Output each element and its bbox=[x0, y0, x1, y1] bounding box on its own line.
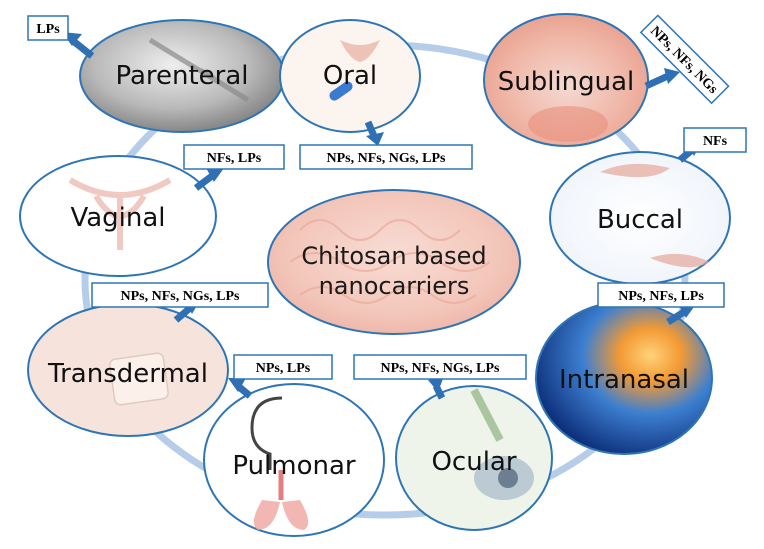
arrow-sublingual bbox=[644, 72, 670, 90]
tag-parenteral: LPs bbox=[36, 22, 60, 37]
arrow-parenteral bbox=[69, 37, 95, 59]
route-transdermal: Transdermal NPs, NFs, NGs, LPs bbox=[27, 282, 269, 437]
open-mouth-tongue-photo bbox=[483, 13, 649, 147]
route-label-ocular: Ocular bbox=[431, 447, 516, 477]
arrowhead-ocular bbox=[428, 376, 444, 392]
tag-pulmonar: NPs, LPs bbox=[256, 361, 311, 376]
tag-box-vaginal bbox=[183, 144, 285, 170]
uterus-shape bbox=[68, 177, 172, 250]
lungs-shape bbox=[253, 500, 309, 530]
route-label-transdermal: Transdermal bbox=[47, 359, 208, 389]
route-label-vaginal: Vaginal bbox=[70, 203, 165, 233]
route-sublingual: Sublingual NPs, NFs, NGs bbox=[483, 13, 730, 147]
tag-box-intranasal bbox=[597, 282, 725, 308]
lips-shape bbox=[340, 40, 380, 62]
route-buccal: Buccal NFs bbox=[549, 127, 747, 285]
tag-box-oral bbox=[299, 144, 473, 170]
tag-vaginal: NFs, LPs bbox=[207, 151, 262, 166]
tag-box-parenteral bbox=[27, 15, 69, 41]
route-label-parenteral: Parenteral bbox=[115, 61, 248, 91]
center-node: Chitosan based nanocarriers bbox=[267, 189, 521, 335]
center-image bbox=[267, 189, 521, 335]
tongue-shape bbox=[528, 106, 608, 142]
capsule-mouth-photo bbox=[279, 19, 421, 133]
capsule-icon bbox=[329, 81, 353, 101]
arrowhead-pulmonar bbox=[228, 378, 246, 392]
iris-shape bbox=[498, 468, 518, 488]
syringe-needle-icon bbox=[148, 37, 250, 103]
route-label-pulmonar: Pulmonar bbox=[232, 451, 356, 481]
lungs-inhaler-illustration bbox=[203, 383, 385, 537]
tag-sublingual: NPs, NFs, NGs bbox=[647, 24, 721, 98]
tissue-texture bbox=[289, 219, 491, 304]
center-title-line1: Chitosan based bbox=[301, 242, 486, 270]
route-label-sublingual: Sublingual bbox=[498, 67, 635, 97]
tag-ocular: NPs, NFs, NGs, LPs bbox=[380, 361, 500, 376]
tag-oral: NPs, NFs, NGs, LPs bbox=[326, 151, 446, 166]
route-oral: Oral NPs, NFs, NGs, LPs bbox=[279, 19, 473, 170]
tag-box-buccal bbox=[683, 127, 747, 153]
arrowhead-oral bbox=[366, 132, 384, 146]
lip-shape-bottom bbox=[650, 253, 710, 268]
route-ocular: Ocular NPs, NFs, NGs, LPs bbox=[353, 354, 553, 531]
route-intranasal: Intranasal NPs, NFs, LPs bbox=[535, 282, 725, 455]
center-title-line2: nanocarriers bbox=[319, 272, 470, 300]
arrow-vaginal bbox=[193, 173, 215, 191]
route-label-oral: Oral bbox=[323, 61, 377, 91]
tag-buccal: NFs bbox=[703, 134, 728, 149]
route-label-buccal: Buccal bbox=[597, 205, 683, 235]
head-profile-shape bbox=[250, 396, 283, 470]
patch-shape bbox=[109, 352, 169, 406]
arrowhead-sublingual bbox=[664, 68, 680, 84]
tag-intranasal: NPs, NFs, LPs bbox=[618, 289, 704, 304]
route-label-intranasal: Intranasal bbox=[559, 365, 689, 395]
arrow-transdermal bbox=[173, 305, 193, 323]
tag-transdermal: NPs, NFs, NGs, LPs bbox=[120, 289, 240, 304]
tag-box-pulmonar bbox=[233, 354, 333, 380]
arrow-oral bbox=[364, 120, 378, 138]
lip-shape-top bbox=[600, 163, 670, 178]
tag-box-ocular bbox=[353, 354, 527, 380]
tag-box-sublingual bbox=[639, 14, 730, 105]
arrow-intranasal bbox=[666, 309, 686, 325]
arrowhead-vaginal bbox=[206, 168, 224, 182]
route-pulmonar: Pulmonar NPs, LPs bbox=[203, 354, 385, 537]
route-parenteral: Parenteral LPs bbox=[27, 15, 285, 133]
tag-sublingual-rotated: NPs, NFs, NGs bbox=[639, 14, 730, 105]
dropper-shape bbox=[470, 388, 504, 442]
tag-box-transdermal bbox=[91, 282, 269, 308]
route-vaginal: Vaginal NFs, LPs bbox=[19, 144, 285, 277]
